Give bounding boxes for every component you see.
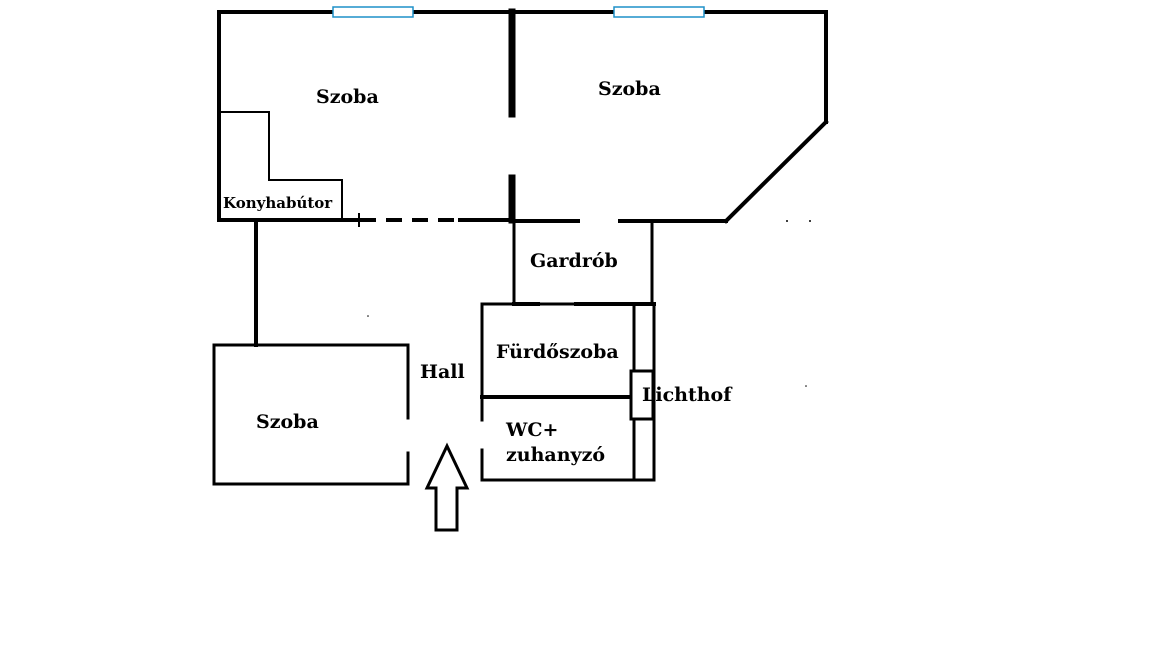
dot-marker: [367, 315, 369, 317]
label-furdoszoba: Fürdőszoba: [496, 341, 619, 363]
kitchen-furniture-outline: [220, 111, 343, 219]
label-gardrob: Gardrób: [530, 250, 618, 272]
label-szoba-bottom-left: Szoba: [256, 411, 319, 433]
dot-marker: [786, 220, 788, 222]
label-szoba-top-right: Szoba: [598, 78, 661, 100]
label-konyhabutor: Konyhabútor: [223, 194, 333, 212]
dot-marker: [805, 385, 807, 387]
label-wc-line1: WC+: [505, 419, 558, 441]
entrance-arrow-icon: [424, 442, 470, 532]
dot-marker: [809, 220, 811, 222]
room-top-right-walls: [510, 10, 829, 224]
label-hall: Hall: [420, 361, 465, 383]
lichthof-window: [629, 369, 655, 421]
wall-diagonal: [723, 119, 829, 224]
window-top-left: [332, 6, 414, 18]
label-lichthof: Lichthof: [642, 384, 733, 406]
room-bottom-left-walls: [212, 343, 410, 486]
bathroom-block-walls: [480, 302, 656, 482]
label-wc-line2: zuhanyzó: [506, 444, 605, 466]
label-szoba-top-left: Szoba: [316, 86, 379, 108]
window-top-right: [613, 6, 705, 18]
